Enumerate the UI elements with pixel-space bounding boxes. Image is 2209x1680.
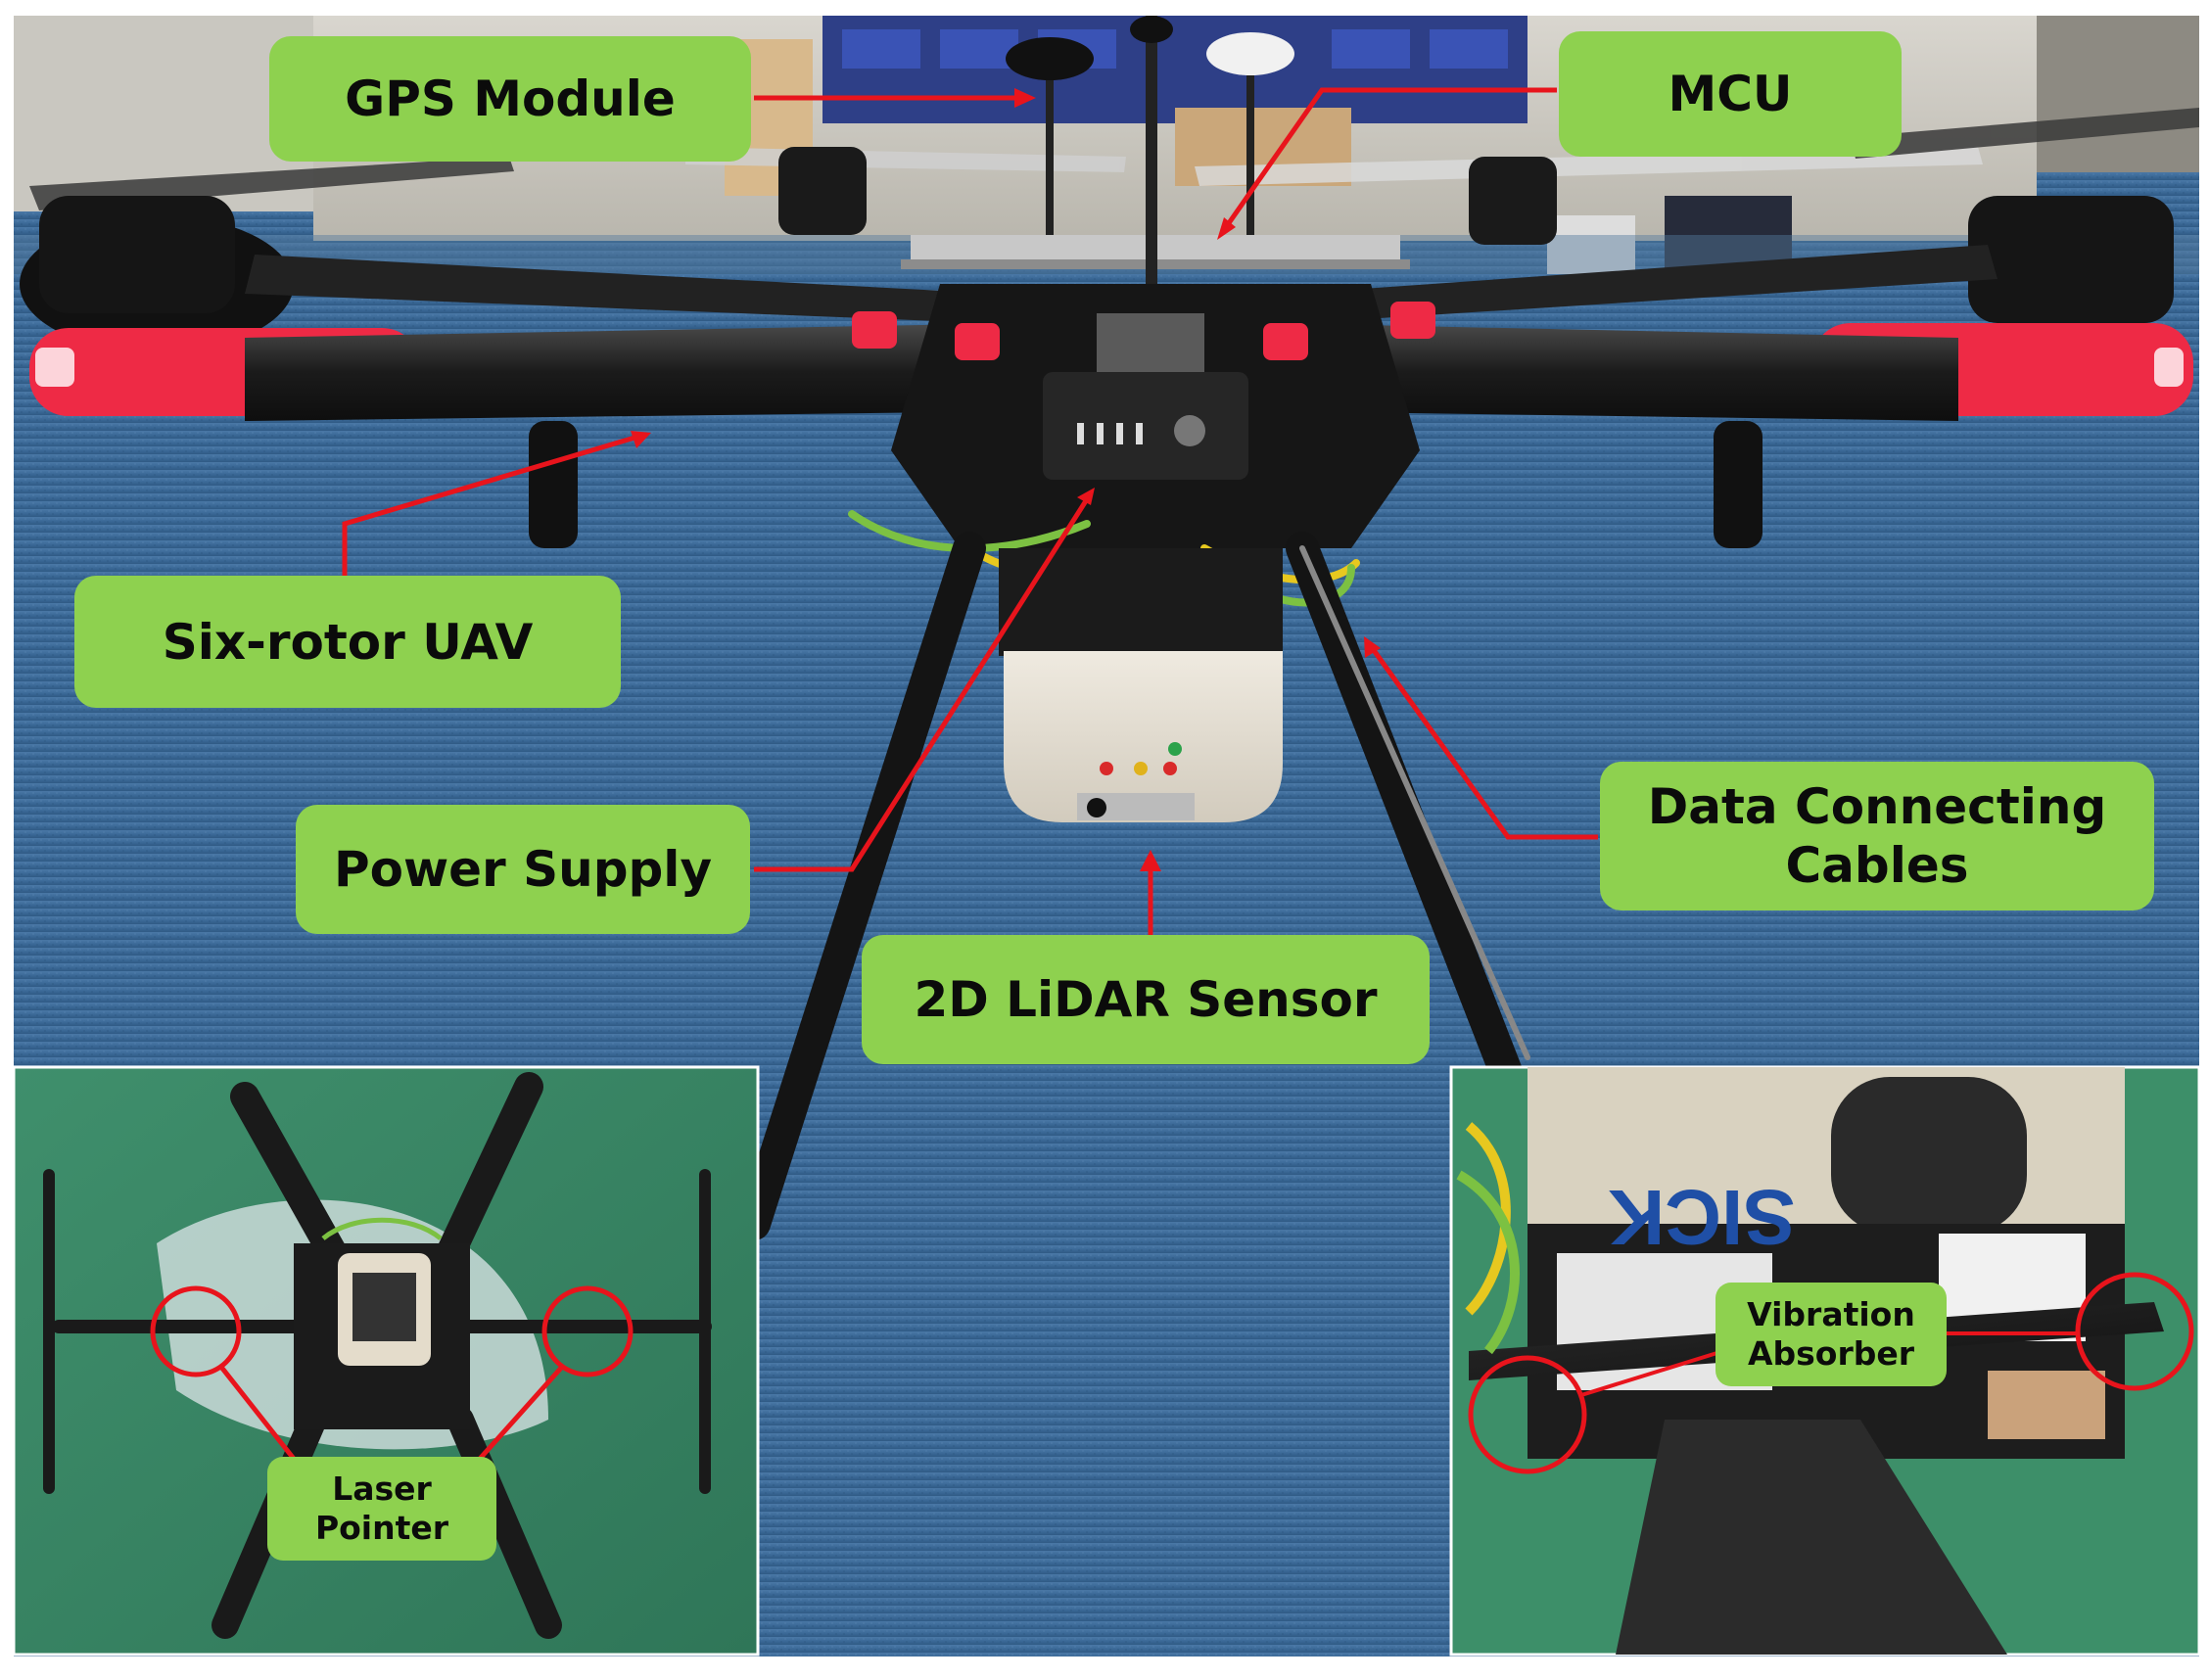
laser-pointer-label: Laser Pointer	[267, 1457, 496, 1561]
data-connecting-cables-label: Data Connecting Cables	[1600, 762, 2154, 910]
battery	[1043, 372, 1248, 480]
vibration-absorber-label: Vibration Absorber	[1716, 1283, 1947, 1386]
laser-pointer-marker-right	[541, 1285, 634, 1377]
mcu-label: MCU	[1559, 31, 1902, 157]
vibration-absorber-marker-left	[1468, 1355, 1587, 1474]
inset-top-view	[12, 1065, 760, 1657]
arrow-heads	[631, 88, 1381, 871]
six-rotor-uav-label: Six-rotor UAV	[74, 576, 621, 708]
laser-pointer-marker-left	[150, 1285, 242, 1377]
gps-module-label: GPS Module	[269, 36, 751, 162]
sensor-brand-logo: SICK	[1608, 1174, 1795, 1261]
landing-legs	[737, 532, 1530, 1240]
power-supply-label: Power Supply	[296, 805, 750, 934]
frame-arms	[245, 245, 1998, 421]
callout-arrows	[342, 87, 1598, 935]
gps-antennas	[1006, 16, 1294, 309]
lidar-sensor	[1004, 651, 1283, 822]
lidar-sensor-label: 2D LiDAR Sensor	[862, 935, 1430, 1064]
